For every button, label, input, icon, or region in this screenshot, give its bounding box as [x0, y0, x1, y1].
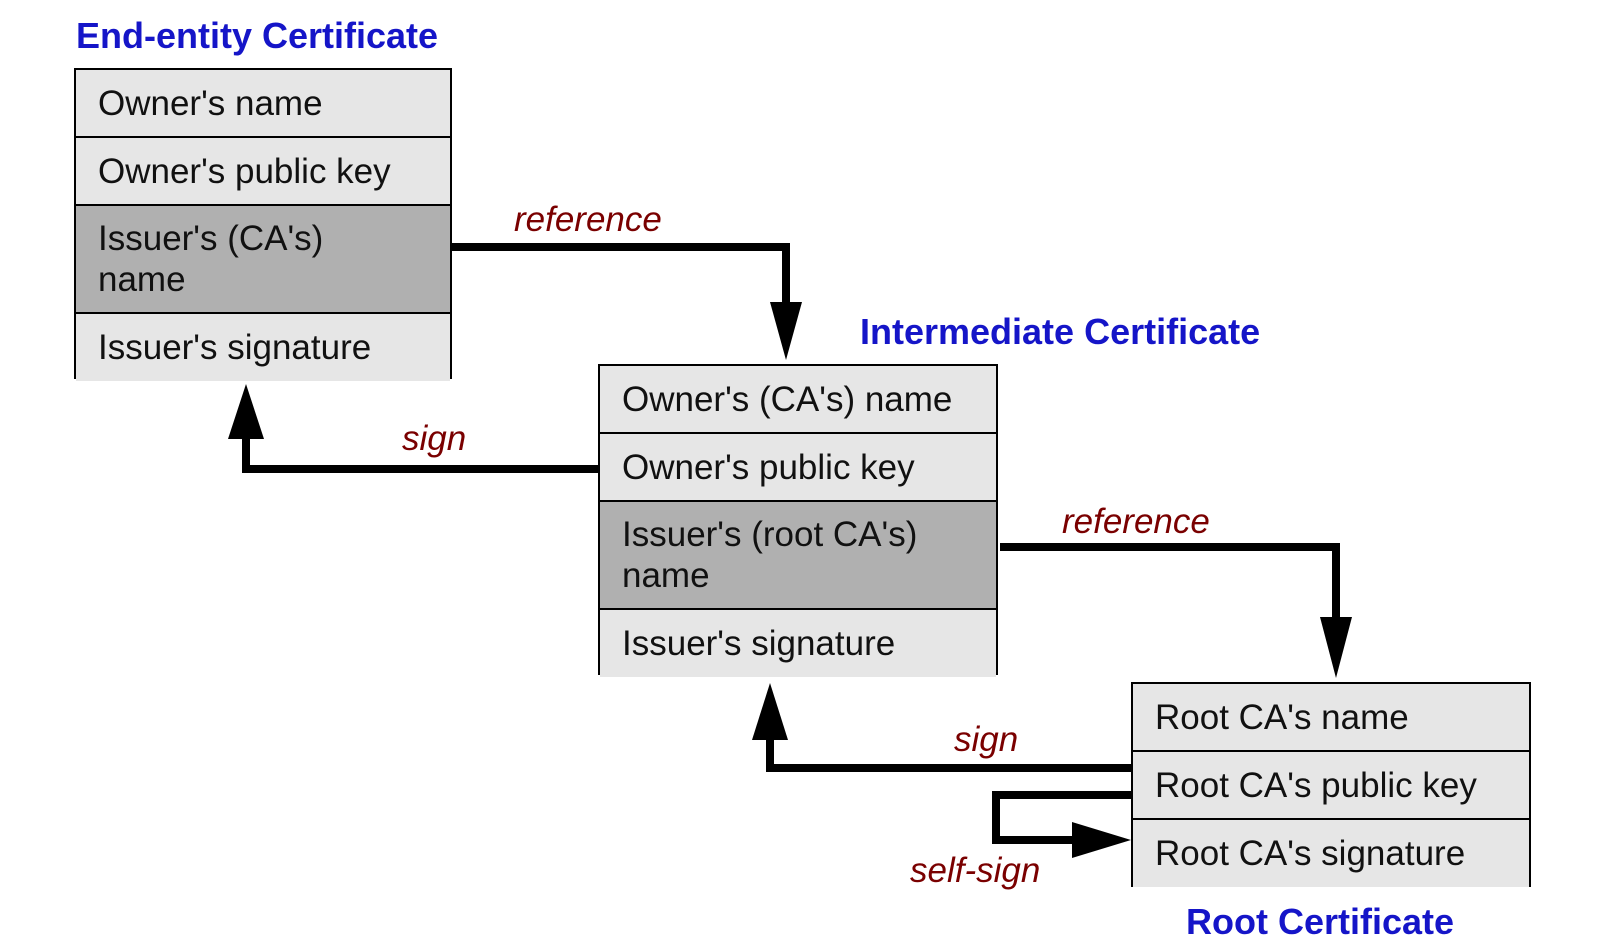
end-entity-owner-name: Owner's name	[76, 70, 450, 138]
intermediate-owner-public-key: Owner's public key	[600, 434, 996, 502]
root-certificate: Root CA's name Root CA's public key Root…	[1131, 682, 1531, 887]
reference-label-1: reference	[514, 200, 662, 239]
self-sign-arrow	[992, 791, 1131, 858]
intermediate-certificate: Owner's (CA's) name Owner's public key I…	[598, 364, 998, 677]
reference-label-2: reference	[1062, 502, 1210, 541]
self-sign-label: self-sign	[910, 851, 1041, 890]
end-entity-owner-public-key: Owner's public key	[76, 138, 450, 206]
root-ca-signature: Root CA's signature	[1133, 820, 1529, 887]
root-ca-public-key: Root CA's public key	[1133, 752, 1529, 820]
intermediate-issuer-signature: Issuer's signature	[600, 610, 996, 677]
reference-arrow-2	[1000, 543, 1352, 678]
end-entity-certificate-title: End-entity Certificate	[76, 15, 439, 56]
sign-label-1: sign	[402, 419, 467, 458]
end-entity-issuer-name: Issuer's (CA's) name	[76, 206, 450, 314]
intermediate-certificate-title: Intermediate Certificate	[860, 311, 1261, 352]
root-ca-name: Root CA's name	[1133, 684, 1529, 752]
end-entity-certificate: Owner's name Owner's public key Issuer's…	[74, 68, 452, 381]
reference-arrow-1	[452, 243, 802, 360]
end-entity-issuer-signature: Issuer's signature	[76, 314, 450, 381]
sign-arrow-2	[752, 683, 1131, 772]
intermediate-owner-name: Owner's (CA's) name	[600, 366, 996, 434]
sign-label-2: sign	[954, 720, 1019, 759]
intermediate-issuer-name: Issuer's (root CA's) name	[600, 502, 996, 610]
root-certificate-title: Root Certificate	[1186, 901, 1455, 942]
